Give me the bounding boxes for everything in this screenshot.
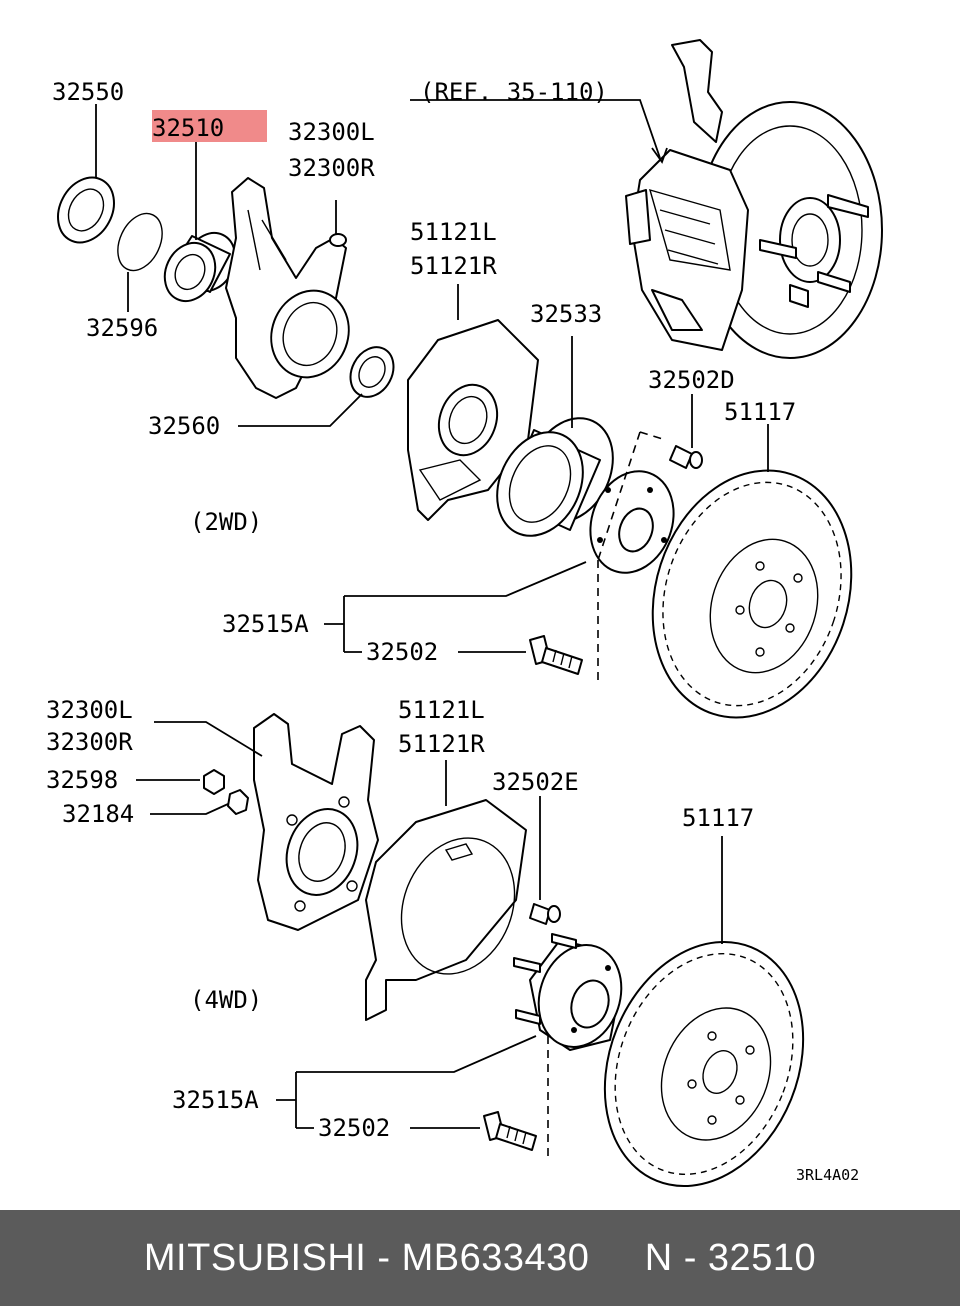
part-32502E-bolt: [529, 903, 561, 925]
label-32596: 32596: [86, 314, 158, 342]
label-51121L-2wd: 51121L: [410, 218, 497, 246]
label-32184: 32184: [62, 800, 134, 828]
label-32550: 32550: [52, 78, 124, 106]
label-32300L-2wd: 32300L: [288, 118, 375, 146]
part-51121-dust-shield-2wd: [407, 319, 539, 521]
label-ref-35-110: (REF. 35-110): [420, 78, 608, 106]
label-32560: 32560: [148, 412, 220, 440]
part-32502-hub-bolt-4wd: [483, 1111, 537, 1151]
part-32502-hub-bolt-2wd: [529, 635, 583, 675]
part-51117-brake-disc-2wd: [651, 469, 853, 719]
label-4wd: (4WD): [190, 986, 262, 1014]
label-2wd: (2WD): [190, 508, 262, 536]
label-32502-2wd: 32502: [366, 638, 438, 666]
part-32184-nut: [227, 789, 249, 815]
label-32533: 32533: [530, 300, 602, 328]
label-32515A-4wd: 32515A: [172, 1086, 259, 1114]
label-51117-4wd: 51117: [682, 804, 754, 832]
label-32515A-2wd: 32515A: [222, 610, 309, 638]
part-32550-oil-seal: [57, 176, 115, 244]
footer-part-info: MITSUBISHI - MB633430 N - 32510: [143, 1236, 817, 1279]
part-32515A-hub-2wd: [589, 470, 675, 574]
label-32300L-4wd: 32300L: [46, 696, 133, 724]
part-51121-dust-shield-4wd: [365, 799, 527, 1021]
brake-assembly-reference: [625, 39, 883, 359]
label-32598: 32598: [46, 766, 118, 794]
label-51117-2wd: 51117: [724, 398, 796, 426]
part-51117-brake-disc-4wd: [603, 940, 805, 1188]
part-32502D-bolt: [669, 445, 703, 469]
part-32300-steering-knuckle-4wd: [253, 713, 379, 931]
footer-bar: MITSUBISHI - MB633430 N - 32510: [0, 1210, 960, 1306]
part-32510-wheel-bearing: [163, 231, 237, 303]
label-32300R-4wd: 32300R: [46, 728, 133, 756]
part-32300-steering-knuckle-2wd: [225, 177, 350, 399]
label-51121R-4wd: 51121R: [398, 730, 485, 758]
label-51121R-2wd: 51121R: [410, 252, 497, 280]
label-32502D: 32502D: [648, 366, 735, 394]
part-32598-nut: [203, 769, 225, 795]
label-32502E: 32502E: [492, 768, 579, 796]
parts-diagram: (REF. 35-110) 32550 32596 32510 32300L 3…: [46, 39, 883, 1188]
highlight-32510: [152, 110, 267, 142]
label-32510: 32510: [152, 114, 224, 142]
label-32502-4wd: 32502: [318, 1114, 390, 1142]
part-32596-snap-ring: [117, 212, 163, 272]
part-32560-oil-seal: [349, 346, 395, 398]
label-32300R-2wd: 32300R: [288, 154, 375, 182]
part-32515A-hub-4wd: [513, 933, 623, 1051]
part-32533-rotor-ring: [496, 417, 614, 537]
diagram-code: 3RL4A02: [796, 1166, 859, 1184]
label-51121L-4wd: 51121L: [398, 696, 485, 724]
